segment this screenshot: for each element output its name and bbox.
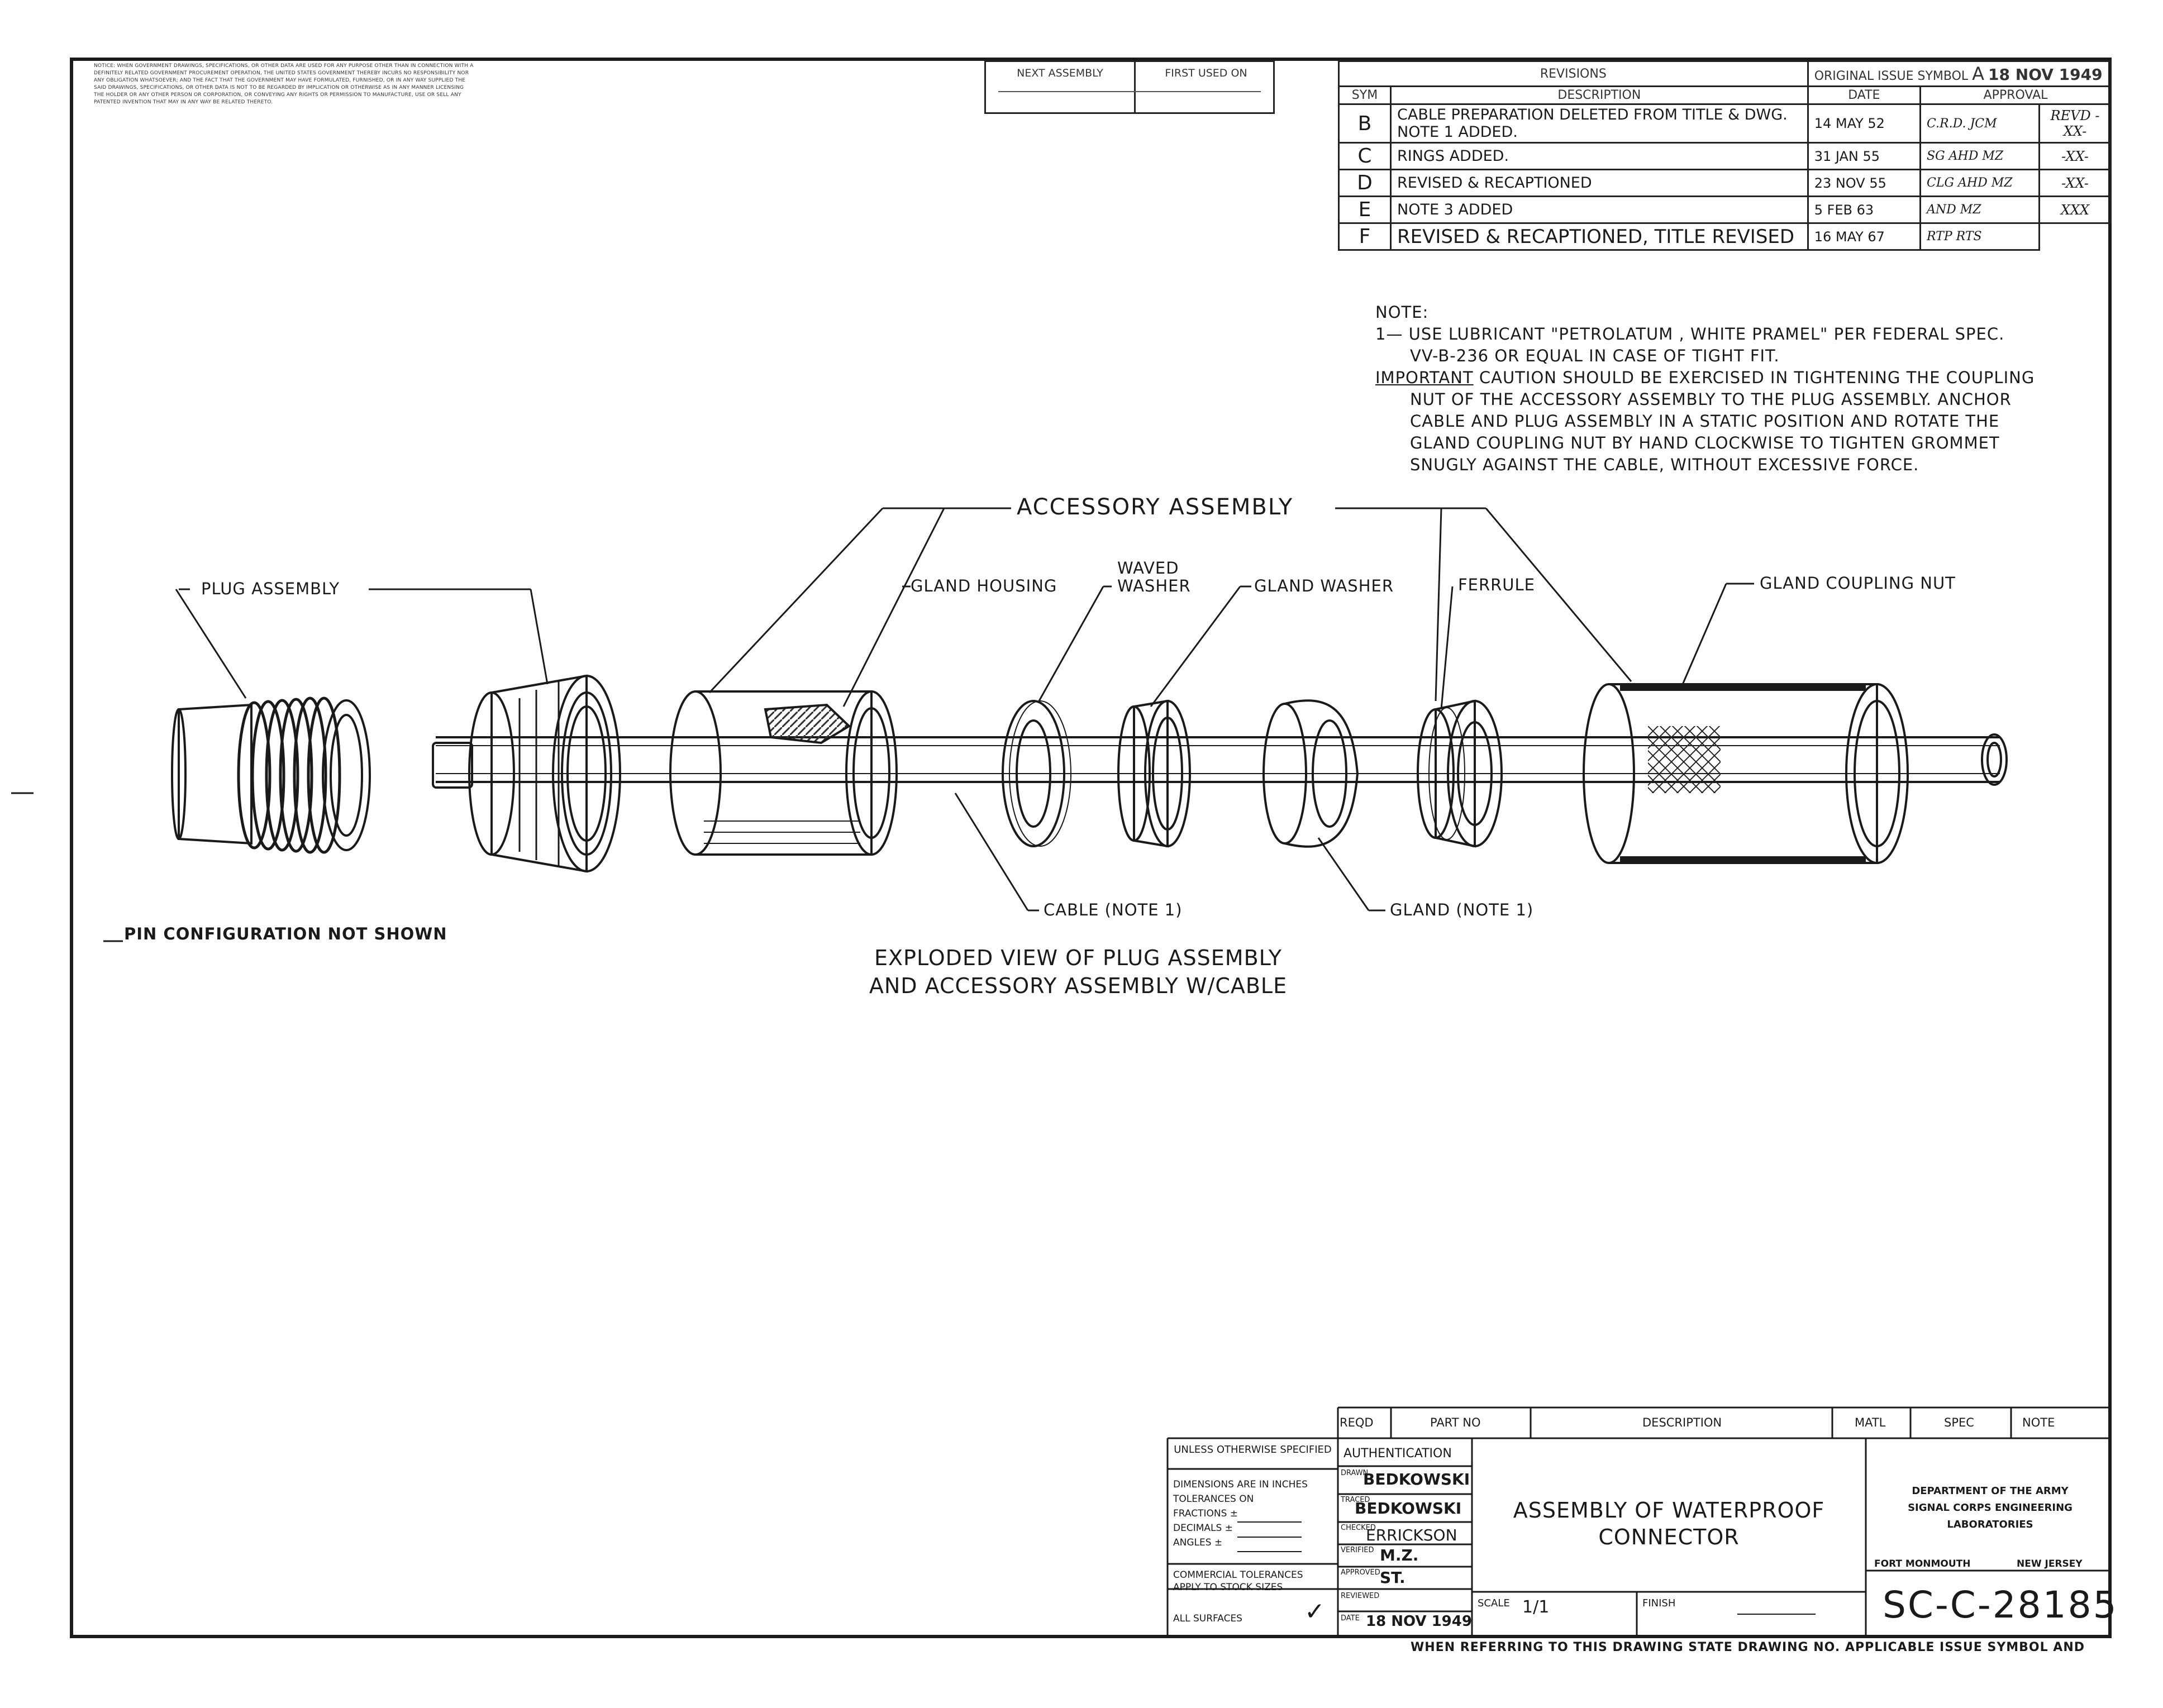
traced-by: BEDKOWSKI [1355,1499,1462,1518]
note-line: CAUTION SHOULD BE EXERCISED IN TIGHTENIN… [1473,368,2035,387]
checked-by: ERRICKSON [1366,1526,1457,1544]
original-issue-symbol: A [1972,63,1985,84]
revision-row: D REVISED & RECAPTIONED 23 NOV 55 CLG AH… [1338,169,2112,197]
first-used-on-label: FIRST USED ON [1165,67,1247,79]
note-line: VV-B-236 OR EQUAL IN CASE OF TIGHT FIT. [1410,346,1780,365]
revision-row: C RINGS ADDED. 31 JAN 55 SG AHD MZ -XX- [1338,142,2112,170]
approval-header: APPROVAL [1919,85,2112,105]
stock-sizes-text: APPLY TO STOCK SIZES [1173,1582,1283,1593]
gland-washer-part [1117,699,1191,848]
parts-matl-header: MATL [1855,1416,1886,1429]
check-mark: ✓ [1304,1597,1325,1626]
description-header: DESCRIPTION [1390,85,1809,105]
assembly-box: NEXT ASSEMBLY FIRST USED ON [984,60,1275,114]
label-pin-configuration: PIN CONFIGURATION NOT SHOWN [124,924,447,943]
fractions-text: FRACTIONS ± [1173,1508,1238,1519]
original-issue-label: ORIGINAL ISSUE SYMBOL [1814,69,1969,83]
note-line: GLAND COUPLING NUT BY HAND CLOCKWISE TO … [1410,433,2000,452]
all-surfaces-text: ALL SURFACES [1173,1613,1242,1624]
approved-by: ST. [1380,1568,1406,1587]
date-header: DATE [1807,85,1922,105]
department-block: DEPARTMENT OF THE ARMY SIGNAL CORPS ENGI… [1908,1485,2073,1530]
label-ferrule: FERRULE [1458,575,1536,594]
drawing-border [70,58,2112,1638]
parts-spec-header: SPEC [1944,1416,1974,1429]
revision-row: B CABLE PREPARATION DELETED FROM TITLE &… [1338,103,2112,144]
label-gland-housing: GLAND HOUSING [911,576,1057,595]
revisions-table: REVISIONS ORIGINAL ISSUE SYMBOL A 18 NOV… [1338,60,2112,251]
note-line: SNUGLY AGAINST THE CABLE, WITHOUT EXCESS… [1410,455,1919,474]
government-notice: NOTICE: WHEN GOVERNMENT DRAWINGS, SPECIF… [94,63,474,105]
gland-coupling-nut-part [1583,683,1909,864]
plug-coupling-nut [468,674,621,873]
scale-value: 1/1 [1522,1597,1550,1617]
note-block: NOTE: 1— USE LUBRICANT "PETROLATUM , WHI… [1375,302,2113,476]
cable [432,733,2008,789]
dimensions-text: DIMENSIONS ARE IN INCHES [1173,1479,1308,1490]
next-assembly-label: NEXT ASSEMBLY [986,62,1136,112]
waved-washer-part [1002,700,1071,847]
note-line: NUT OF THE ACCESSORY ASSEMBLY TO THE PLU… [1410,390,2012,409]
label-waved: WAVED [1117,559,1179,578]
angles-text: ANGLES ± [1173,1537,1223,1548]
note-line: 1— USE LUBRICANT "PETROLATUM , WHITE PRA… [1375,325,2005,343]
tolerances-text: TOLERANCES ON [1173,1494,1254,1505]
revision-row: E NOTE 3 ADDED 5 FEB 63 AND MZ XXX [1338,195,2112,224]
plug-assembly-part [171,696,371,854]
drawing-caption: EXPLODED VIEW OF PLUG ASSEMBLY AND ACCES… [869,946,1288,998]
label-plug-assembly: PLUG ASSEMBLY [201,579,340,598]
parts-partno-header: PART NO [1430,1416,1481,1429]
label-washer: WASHER [1117,576,1191,595]
original-issue-date: 18 NOV 1949 [1988,65,2103,84]
drawing-title: ASSEMBLY OF WATERPROOF CONNECTOR [1513,1498,1825,1549]
note-line: CABLE AND PLUG ASSEMBLY IN A STATIC POSI… [1410,412,2000,431]
drawing-number: SC-C-28185 [1883,1583,2118,1626]
note-heading: NOTE: [1375,303,1429,322]
revisions-title: REVISIONS [1338,60,1809,87]
unless-otherwise-specified: UNLESS OTHERWISE SPECIFIED [1174,1444,1332,1456]
verified-by: M.Z. [1380,1546,1419,1564]
drawing-date: 18 NOV 1949 [1366,1613,1472,1630]
gland-housing-part [669,690,898,856]
label-accessory-assembly: ACCESSORY ASSEMBLY [1017,494,1294,520]
commercial-tolerances-text: COMMERCIAL TOLERANCES [1173,1569,1303,1581]
revision-row: F REVISED & RECAPTIONED, TITLE REVISED 1… [1338,222,2111,251]
drawn-by: BEDKOWSKI [1363,1470,1470,1488]
leader-lines [11,507,1754,942]
label-gland-washer: GLAND WASHER [1254,576,1394,595]
parts-reqd-header: REQD [1340,1416,1374,1429]
parts-description-header: DESCRIPTION [1642,1416,1722,1429]
decimals-text: DECIMALS ± [1173,1523,1233,1534]
ferrule-part [1417,699,1503,848]
authentication-label: AUTHENTICATION [1343,1447,1452,1461]
parts-note-header: NOTE [2022,1416,2055,1429]
label-gland: GLAND (NOTE 1) [1390,900,1534,919]
sym-header: SYM [1338,85,1392,105]
footer-instruction: WHEN REFERRING TO THIS DRAWING STATE DRA… [1411,1640,2085,1654]
location-state: NEW JERSEY [2017,1558,2083,1569]
location-city: FORT MONMOUTH [1874,1558,1971,1569]
label-gland-coupling-nut: GLAND COUPLING NUT [1760,574,1956,593]
important-label: IMPORTANT [1375,368,1474,387]
label-cable: CABLE (NOTE 1) [1044,900,1183,919]
gland-part [1262,699,1359,848]
